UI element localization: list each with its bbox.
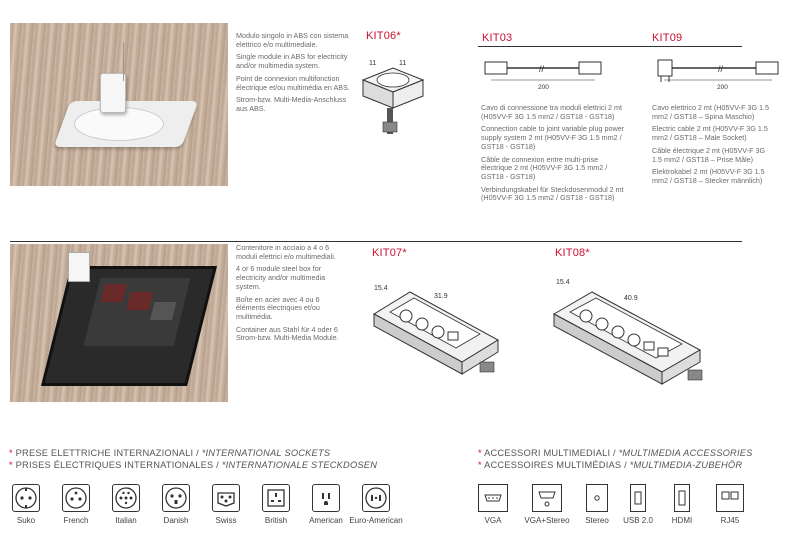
kit09-label: KIT09 — [652, 32, 683, 44]
accessories-heading-1-text: ACCESSORI MULTIMEDIALI / — [484, 448, 619, 458]
hdmi-port-icon — [674, 484, 690, 512]
sockets-heading-1-italic: *INTERNATIONAL SOCKETS — [201, 448, 331, 458]
kit09-desc-en: Electric cable 2 mt (H05VV-F 3G 1.5 mm2 … — [652, 124, 768, 143]
accessories-heading-1-italic: *MULTIMEDIA ACCESSORIES — [618, 448, 753, 458]
kit07-label: KIT07* — [372, 247, 407, 259]
kit09-dim: 200 — [717, 84, 728, 91]
sockets-row: Suko French Italian Danish Swiss British… — [0, 484, 460, 530]
charger-plug — [100, 73, 126, 113]
kit07-diagram: 15.4 31.9 — [373, 285, 499, 375]
kit08-dim-small: 15.4 — [556, 279, 570, 286]
socket-label-suko: Suko — [16, 516, 36, 525]
kit03-desc-de: Verbindungskabel für Steckdosenmodul 2 m… — [481, 184, 624, 203]
kit07-dim-large: 31.9 — [434, 293, 448, 300]
accessories-heading-2-italic: *MULTIMEDIA-ZUBEHÖR — [629, 460, 743, 470]
desc-de: Strom-bzw. Multi-Media-Anschluss aus ABS… — [236, 95, 347, 113]
steel-box-charger — [68, 252, 90, 282]
kit03-dim: 200 — [538, 84, 549, 91]
kit03-desc-fr: Câble de connexion entre multi-prise éle… — [481, 154, 608, 181]
stereo-port-icon — [586, 484, 608, 512]
vga-port-icon — [478, 484, 508, 512]
mid-desc-fr: Boîte en acier avec 4 ou 6 éléments élec… — [236, 294, 320, 321]
charger-cable — [123, 43, 124, 81]
kit09-description: Cavo elettrico 2 mt (H05VV-F 3G 1.5 mm2 … — [652, 103, 772, 190]
acc-label-stereo: Stereo — [585, 516, 609, 525]
kit06-diagram: 11 11 — [361, 60, 425, 134]
accessories-heading-2-text: ACCESSOIRES MULTIMÉDIAS / — [484, 460, 630, 470]
sockets-heading-2-star: * — [9, 460, 13, 470]
desc-fr: Point de connexion multifonction électri… — [236, 73, 350, 92]
kit09-desc-de: Elektrokabel 2 mt (H05VV-F 3G 1.5 mm2 / … — [652, 167, 765, 185]
kit03-desc-en: Connection cable to joint variable plug … — [481, 124, 625, 151]
sockets-heading-1-star: * — [9, 448, 13, 458]
socket-label-italian: Italian — [115, 516, 137, 525]
kit03-desc-it: Cavo di connessione tra moduli elettrici… — [481, 103, 623, 121]
kit03-rule — [478, 46, 742, 47]
kit08-diagram: 15.4 40.9 — [552, 279, 703, 385]
socket-label-british: British — [264, 516, 288, 525]
steel-box-sockets — [83, 278, 191, 346]
sockets-heading-2-italic: *INTERNATIONALE STECKDOSEN — [221, 460, 378, 470]
accessories-heading-1: * ACCESSORI MULTIMEDIALI / *MULTIMEDIA A… — [478, 448, 753, 458]
sockets-heading-1: * PRESE ELETTRICHE INTERNAZIONALI / *INT… — [9, 448, 330, 458]
kit07-photo — [10, 244, 228, 402]
sockets-heading-2: * PRISES ÉLECTRIQUES INTERNATIONALES / *… — [9, 460, 377, 470]
vga-stereo-port-icon — [532, 484, 562, 512]
acc-label-vga-stereo: VGA+Stereo — [524, 516, 570, 525]
accessories-heading-2-star: * — [478, 460, 482, 470]
socket-label-french: French — [63, 516, 89, 525]
kit09-desc-it: Cavo elettrico 2 mt (H05VV-F 3G 1.5 mm2 … — [652, 103, 770, 121]
kit08-label: KIT08* — [555, 247, 590, 259]
sockets-heading-2-text: PRISES ÉLECTRIQUES INTERNATIONALES / — [15, 460, 222, 470]
american-socket-icon — [312, 484, 340, 512]
kit07-dim-small: 15.4 — [374, 285, 388, 292]
mid-desc-en: 4 or 6 module steel box for electricity … — [236, 264, 326, 291]
british-socket-icon — [262, 484, 290, 512]
kit06-dim-right: 11 — [399, 60, 406, 67]
euro-american-socket-icon — [362, 484, 390, 512]
acc-label-usb: USB 2.0 — [623, 516, 653, 525]
kit06-description: Modulo singolo in ABS con sistema elettr… — [236, 31, 356, 118]
mid-desc-it: Contenitore in acciaio a 4 o 6 moduli el… — [236, 243, 336, 261]
kit03-description: Cavo di connessione tra moduli elettrici… — [481, 103, 631, 207]
swiss-socket-icon — [212, 484, 240, 512]
accessories-heading-2: * ACCESSOIRES MULTIMÉDIAS / *MULTIMEDIA-… — [478, 460, 742, 470]
acc-label-hdmi: HDMI — [671, 516, 693, 525]
italian-socket-icon — [112, 484, 140, 512]
accessories-row: VGA VGA+Stereo Stereo USB 2.0 HDMI RJ45 — [470, 484, 780, 530]
sockets-heading-1-text: PRESE ELETTRICHE INTERNAZIONALI / — [15, 448, 202, 458]
mid-desc-de: Container aus Stahl für 4 oder 6 Strom-b… — [236, 324, 339, 343]
socket-label-american: American — [309, 516, 343, 525]
socket-label-swiss: Swiss — [215, 516, 237, 525]
kit03-cable-diagram: // 200 — [484, 61, 602, 91]
kit09-cable-diagram: // 200 — [657, 59, 779, 91]
middle-rule — [10, 241, 742, 242]
socket-label-euro-american: Euro-American — [349, 516, 403, 525]
svg-text://: // — [539, 64, 545, 74]
danish-socket-icon — [162, 484, 190, 512]
acc-label-rj45: RJ45 — [720, 516, 740, 525]
svg-text://: // — [718, 64, 724, 74]
desc-it: Modulo singolo in ABS con sistema elettr… — [236, 31, 349, 49]
kit07-description: Contenitore in acciaio a 4 o 6 moduli el… — [236, 243, 348, 347]
kit06-photo — [10, 23, 228, 186]
usb-port-icon — [630, 484, 646, 512]
desc-en: Single module in ABS for electricity and… — [236, 52, 348, 71]
kit09-desc-fr: Câble électrique 2 mt (H05VV-F 3G 1.5 mm… — [652, 145, 766, 164]
kit06-dim-left: 11 — [369, 60, 376, 67]
acc-label-vga: VGA — [484, 516, 502, 525]
rj45-port-icon — [716, 484, 744, 512]
socket-label-danish: Danish — [163, 516, 189, 525]
suko-socket-icon — [12, 484, 40, 512]
french-socket-icon — [62, 484, 90, 512]
accessories-heading-1-star: * — [478, 448, 482, 458]
kit06-label: KIT06* — [366, 30, 401, 42]
kit03-label: KIT03 — [482, 32, 513, 44]
kit08-dim-large: 40.9 — [624, 295, 638, 302]
